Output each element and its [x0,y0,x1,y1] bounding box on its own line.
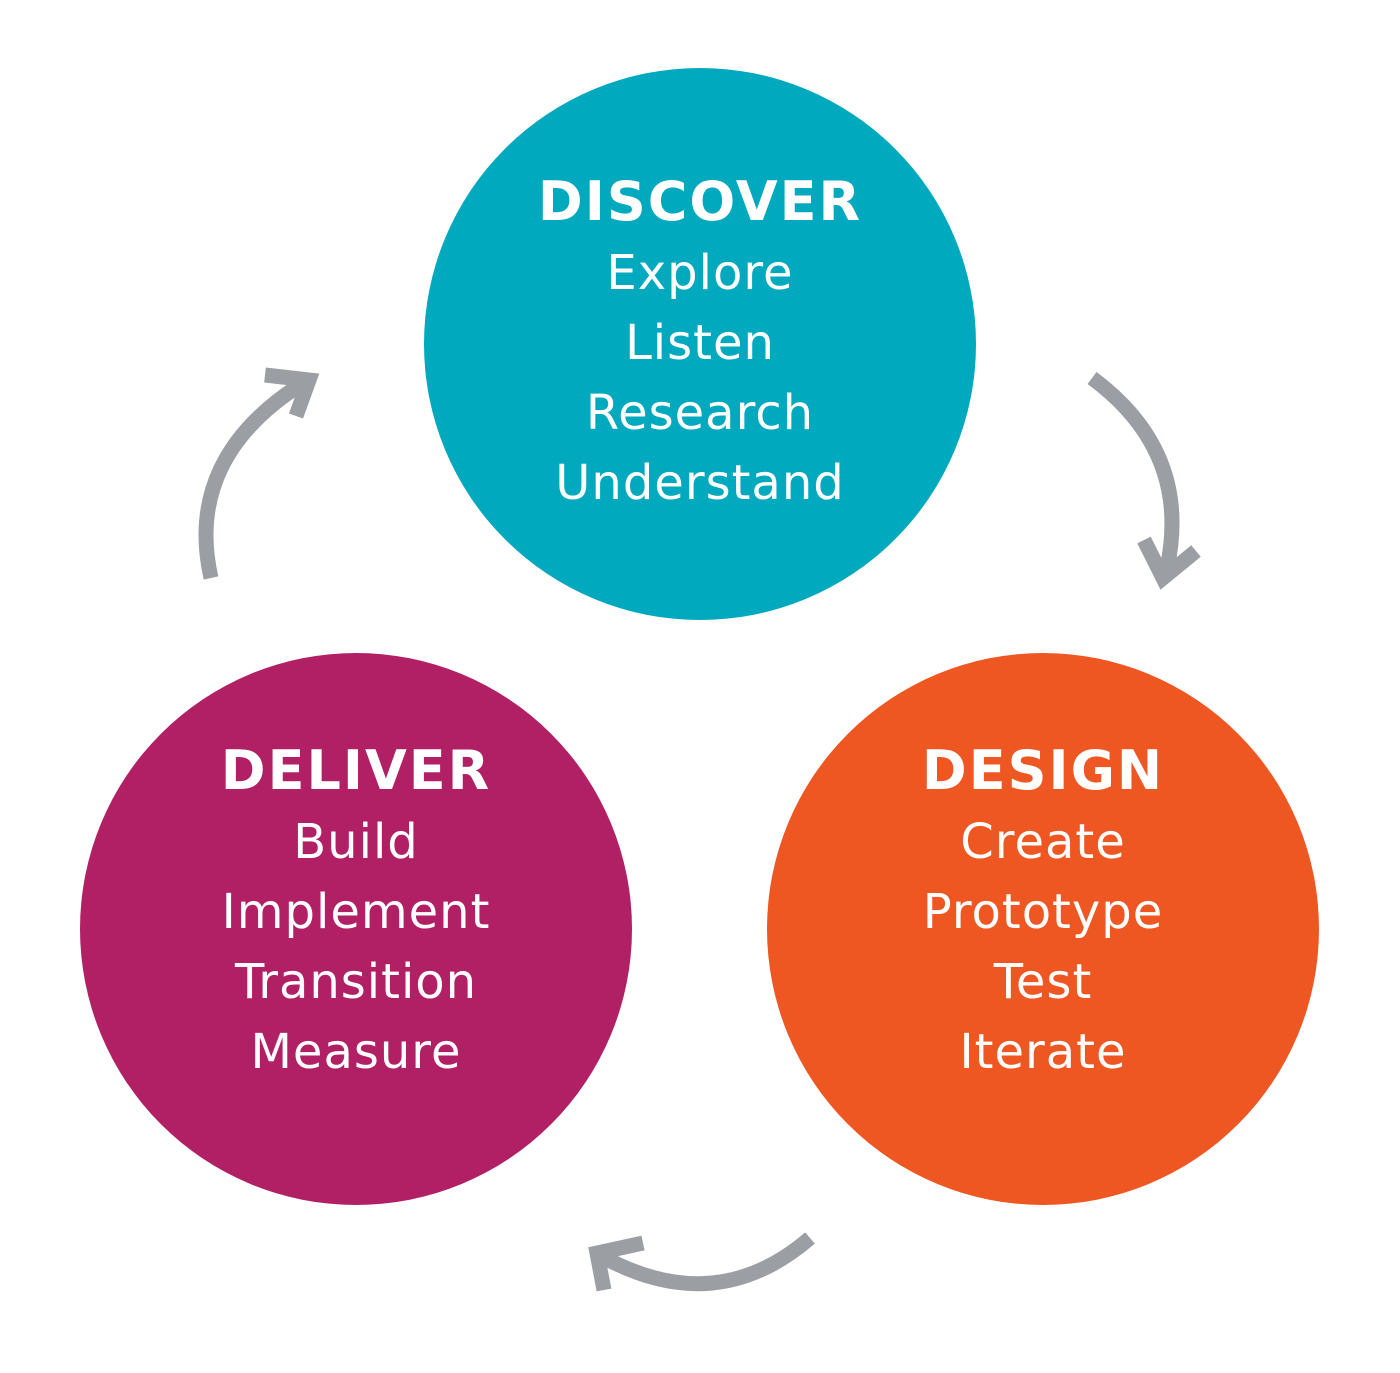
arrow-deliver-to-discover [198,367,320,580]
arrow-discover-to-design-head [1137,536,1201,590]
discover-step-listen: Listen [625,315,775,371]
deliver-steps: Build Implement Transition Measure [222,807,491,1087]
discover-steps: Explore Listen Research Understand [555,238,844,518]
design-circle: DESIGN Create Prototype Test Iterate [767,653,1319,1205]
arrow-design-to-deliver-head [588,1235,645,1292]
discover-step-research: Research [585,385,815,441]
design-step-prototype: Prototype [922,884,1164,940]
design-step-test: Test [993,954,1093,1010]
arrow-discover-to-design-shaft [1087,371,1180,570]
deliver-step-implement: Implement [221,884,491,940]
deliver-step-transition: Transition [234,954,478,1010]
deliver-title: DELIVER [220,739,492,802]
discover-title: DISCOVER [537,170,863,233]
design-step-iterate: Iterate [959,1024,1127,1080]
discover-step-explore: Explore [606,245,794,301]
design-step-create: Create [960,814,1126,870]
design-title: DESIGN [921,739,1165,802]
arrow-design-to-deliver-shaft [601,1232,815,1292]
design-steps: Create Prototype Test Iterate [923,807,1164,1087]
deliver-step-measure: Measure [250,1024,462,1080]
deliver-circle: DELIVER Build Implement Transition Measu… [80,653,632,1205]
arrow-discover-to-design [1087,371,1201,590]
arrow-deliver-to-discover-shaft [198,376,308,580]
discover-circle: DISCOVER Explore Listen Research Underst… [424,68,976,620]
discover-step-understand: Understand [555,455,845,511]
arrow-design-to-deliver [588,1232,815,1292]
arrow-deliver-to-discover-head [264,367,320,419]
deliver-step-build: Build [293,814,419,870]
